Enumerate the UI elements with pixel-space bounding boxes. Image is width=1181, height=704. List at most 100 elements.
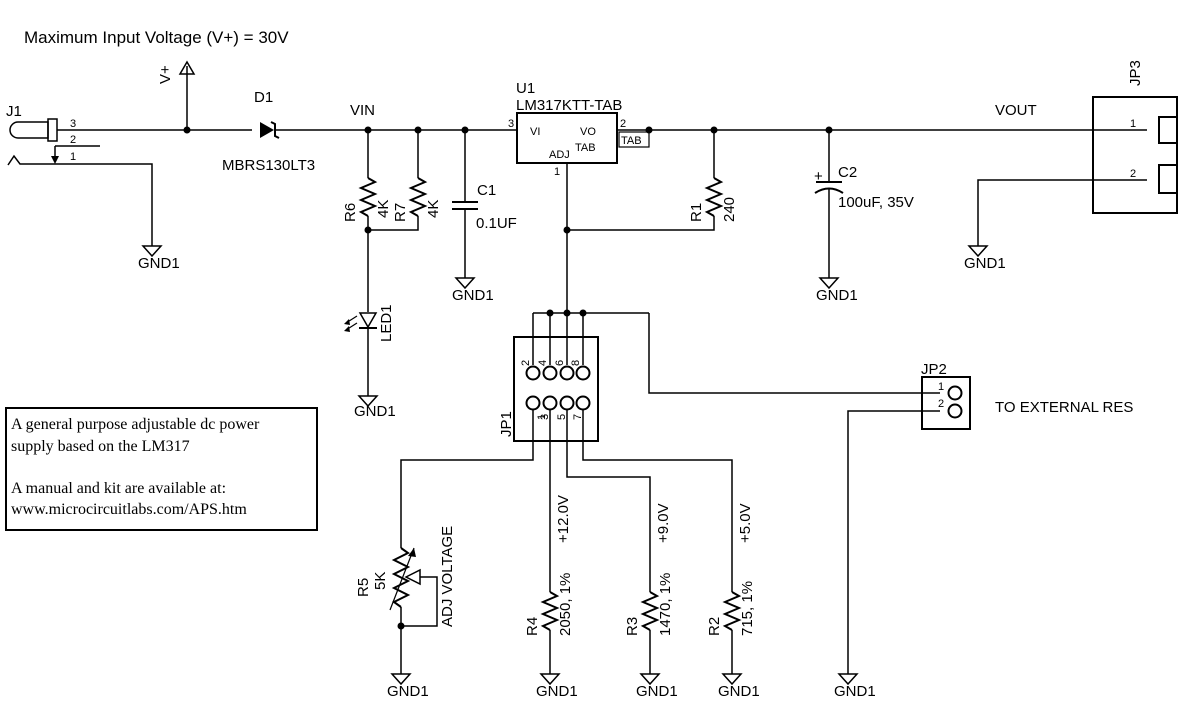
j1-ref: J1 — [6, 103, 22, 120]
u1-tab-box: TAB — [621, 135, 642, 147]
note-line-2: supply based on the LM317 — [11, 438, 190, 455]
jp1-ref: JP1 — [498, 411, 515, 437]
r2-resistor: +5.0V R2 715, 1% — [706, 503, 756, 674]
gnd-r4: GND1 — [536, 673, 578, 700]
to-external-res-label: TO EXTERNAL RES — [995, 399, 1133, 416]
r2-ref: R2 — [706, 617, 723, 636]
gnd-j1-label: GND1 — [138, 255, 180, 272]
c1-value: 0.1UF — [476, 215, 517, 232]
gnd-c2-label: GND1 — [816, 287, 858, 304]
jp1-pin-8: 8 — [570, 360, 582, 366]
jp3-pin-1: 1 — [1130, 118, 1136, 130]
jp1-pin-2: 2 — [520, 360, 532, 366]
note-box: A general purpose adjustable dc power su… — [5, 407, 318, 531]
gnd-c2: GND1 — [816, 277, 858, 304]
j1-pin-3: 3 — [70, 118, 76, 130]
note-line-1: A general purpose adjustable dc power — [11, 416, 260, 433]
c2-value: 100uF, 35V — [838, 194, 914, 211]
jp1-pin-1: 1 — [536, 414, 548, 420]
r6-ref: R6 — [342, 203, 359, 222]
d1-ref: D1 — [254, 89, 273, 106]
gnd-led1-label: GND1 — [354, 403, 396, 420]
u1-value: LM317KTT-TAB — [516, 97, 622, 114]
r1-resistor: R1 240 — [688, 130, 738, 222]
r3-label: +9.0V — [655, 503, 672, 543]
c1-ref: C1 — [477, 182, 496, 199]
vplus-net: V+ — [157, 60, 196, 130]
j1-connector: J1 3 2 1 — [6, 103, 100, 166]
jp2-ground-wire — [847, 410, 940, 674]
r6-value: 4K — [375, 200, 392, 218]
gnd-c1: GND1 — [452, 277, 494, 304]
r7-resistor: R7 4K — [368, 130, 442, 231]
u1-tab: TAB — [575, 142, 596, 154]
gnd-jp3-label: GND1 — [964, 255, 1006, 272]
u1-regulator: U1 LM317KTT-TAB VI VO ADJ TAB TAB 3 2 1 — [508, 80, 650, 178]
r7-ref: R7 — [392, 203, 409, 222]
gnd-r5: GND1 — [387, 673, 429, 700]
u1-pin-1: 1 — [554, 166, 560, 178]
r4-resistor: +12.0V R4 2050, 1% — [524, 495, 574, 674]
c1-capacitor: C1 0.1UF — [452, 130, 517, 278]
note-line-4: www.microcircuitlabs.com/APS.htm — [11, 501, 247, 518]
r2-value: 715, 1% — [739, 581, 756, 636]
r2-label: +5.0V — [737, 503, 754, 543]
jp1-r5-wire — [400, 410, 534, 548]
u1-pin-2: 2 — [620, 118, 626, 130]
jp3-ref: JP3 — [1127, 60, 1144, 86]
r5-ref: R5 — [355, 578, 372, 597]
gnd-r3-label: GND1 — [636, 683, 678, 700]
jp1-jp2-wire — [648, 313, 940, 394]
jp1-pin-5: 5 — [556, 414, 568, 420]
u1-pin-3: 3 — [508, 118, 514, 130]
u1-vi: VI — [530, 126, 540, 138]
u1-ref: U1 — [516, 80, 535, 97]
c2-ref: C2 — [838, 164, 857, 181]
jp1-r3-wire — [566, 410, 651, 592]
gnd-r4-label: GND1 — [536, 683, 578, 700]
r4-ref: R4 — [524, 617, 541, 636]
led1-ref: LED1 — [378, 304, 395, 342]
r3-resistor: +9.0V R3 1470, 1% — [624, 503, 674, 674]
junction — [645, 126, 653, 134]
r4-label: +12.0V — [555, 495, 572, 543]
jp1-pin-7: 7 — [572, 414, 584, 420]
gnd-led1: GND1 — [354, 395, 396, 420]
r5-value: 5K — [372, 572, 389, 590]
c2-capacitor: + C2 100uF, 35V — [814, 130, 914, 278]
gnd-r2-label: GND1 — [718, 683, 760, 700]
jp2-pin-2: 2 — [938, 398, 944, 410]
gnd-jp2-label: GND1 — [834, 683, 876, 700]
jp3-connector: JP3 1 2 — [1092, 60, 1178, 214]
jp3-pin-2: 2 — [1130, 168, 1136, 180]
jp2-ref: JP2 — [921, 361, 947, 378]
c2-plus: + — [814, 168, 823, 185]
vin-label: VIN — [350, 102, 375, 119]
r1-ref: R1 — [688, 203, 705, 222]
vplus-label: V+ — [157, 65, 174, 84]
r5-potentiometer: R5 5K ADJ VOLTAGE — [355, 526, 456, 674]
jp1-pin-3: 3 — [539, 414, 551, 420]
note-line-3: A manual and kit are available at: — [11, 480, 226, 497]
jp1-pin-4: 4 — [537, 360, 549, 366]
jp1-header: 2 4 6 8 1 3 5 7 JP1 — [498, 309, 649, 442]
gnd-r2: GND1 — [718, 673, 760, 700]
gnd-r3: GND1 — [636, 673, 678, 700]
adj-r1-wire — [567, 216, 715, 231]
r7-value: 4K — [425, 200, 442, 218]
jp3-ground-wire — [977, 179, 1147, 246]
j1-pin-1: 1 — [70, 151, 76, 163]
j1-ground-wire — [100, 163, 153, 246]
jp2-connector: JP2 1 2 TO EXTERNAL RES — [921, 361, 1133, 430]
r6-resistor: R6 4K — [342, 130, 392, 312]
title: Maximum Input Voltage (V+) = 30V — [24, 28, 289, 47]
jp1-pin-6: 6 — [554, 360, 566, 366]
r3-value: 1470, 1% — [657, 573, 674, 636]
u1-vo: VO — [580, 126, 596, 138]
r1-value: 240 — [721, 197, 738, 222]
j1-pin-2: 2 — [70, 134, 76, 146]
gnd-jp3: GND1 — [964, 245, 1006, 272]
d1-value: MBRS130LT3 — [222, 157, 315, 174]
vout-label: VOUT — [995, 102, 1037, 119]
